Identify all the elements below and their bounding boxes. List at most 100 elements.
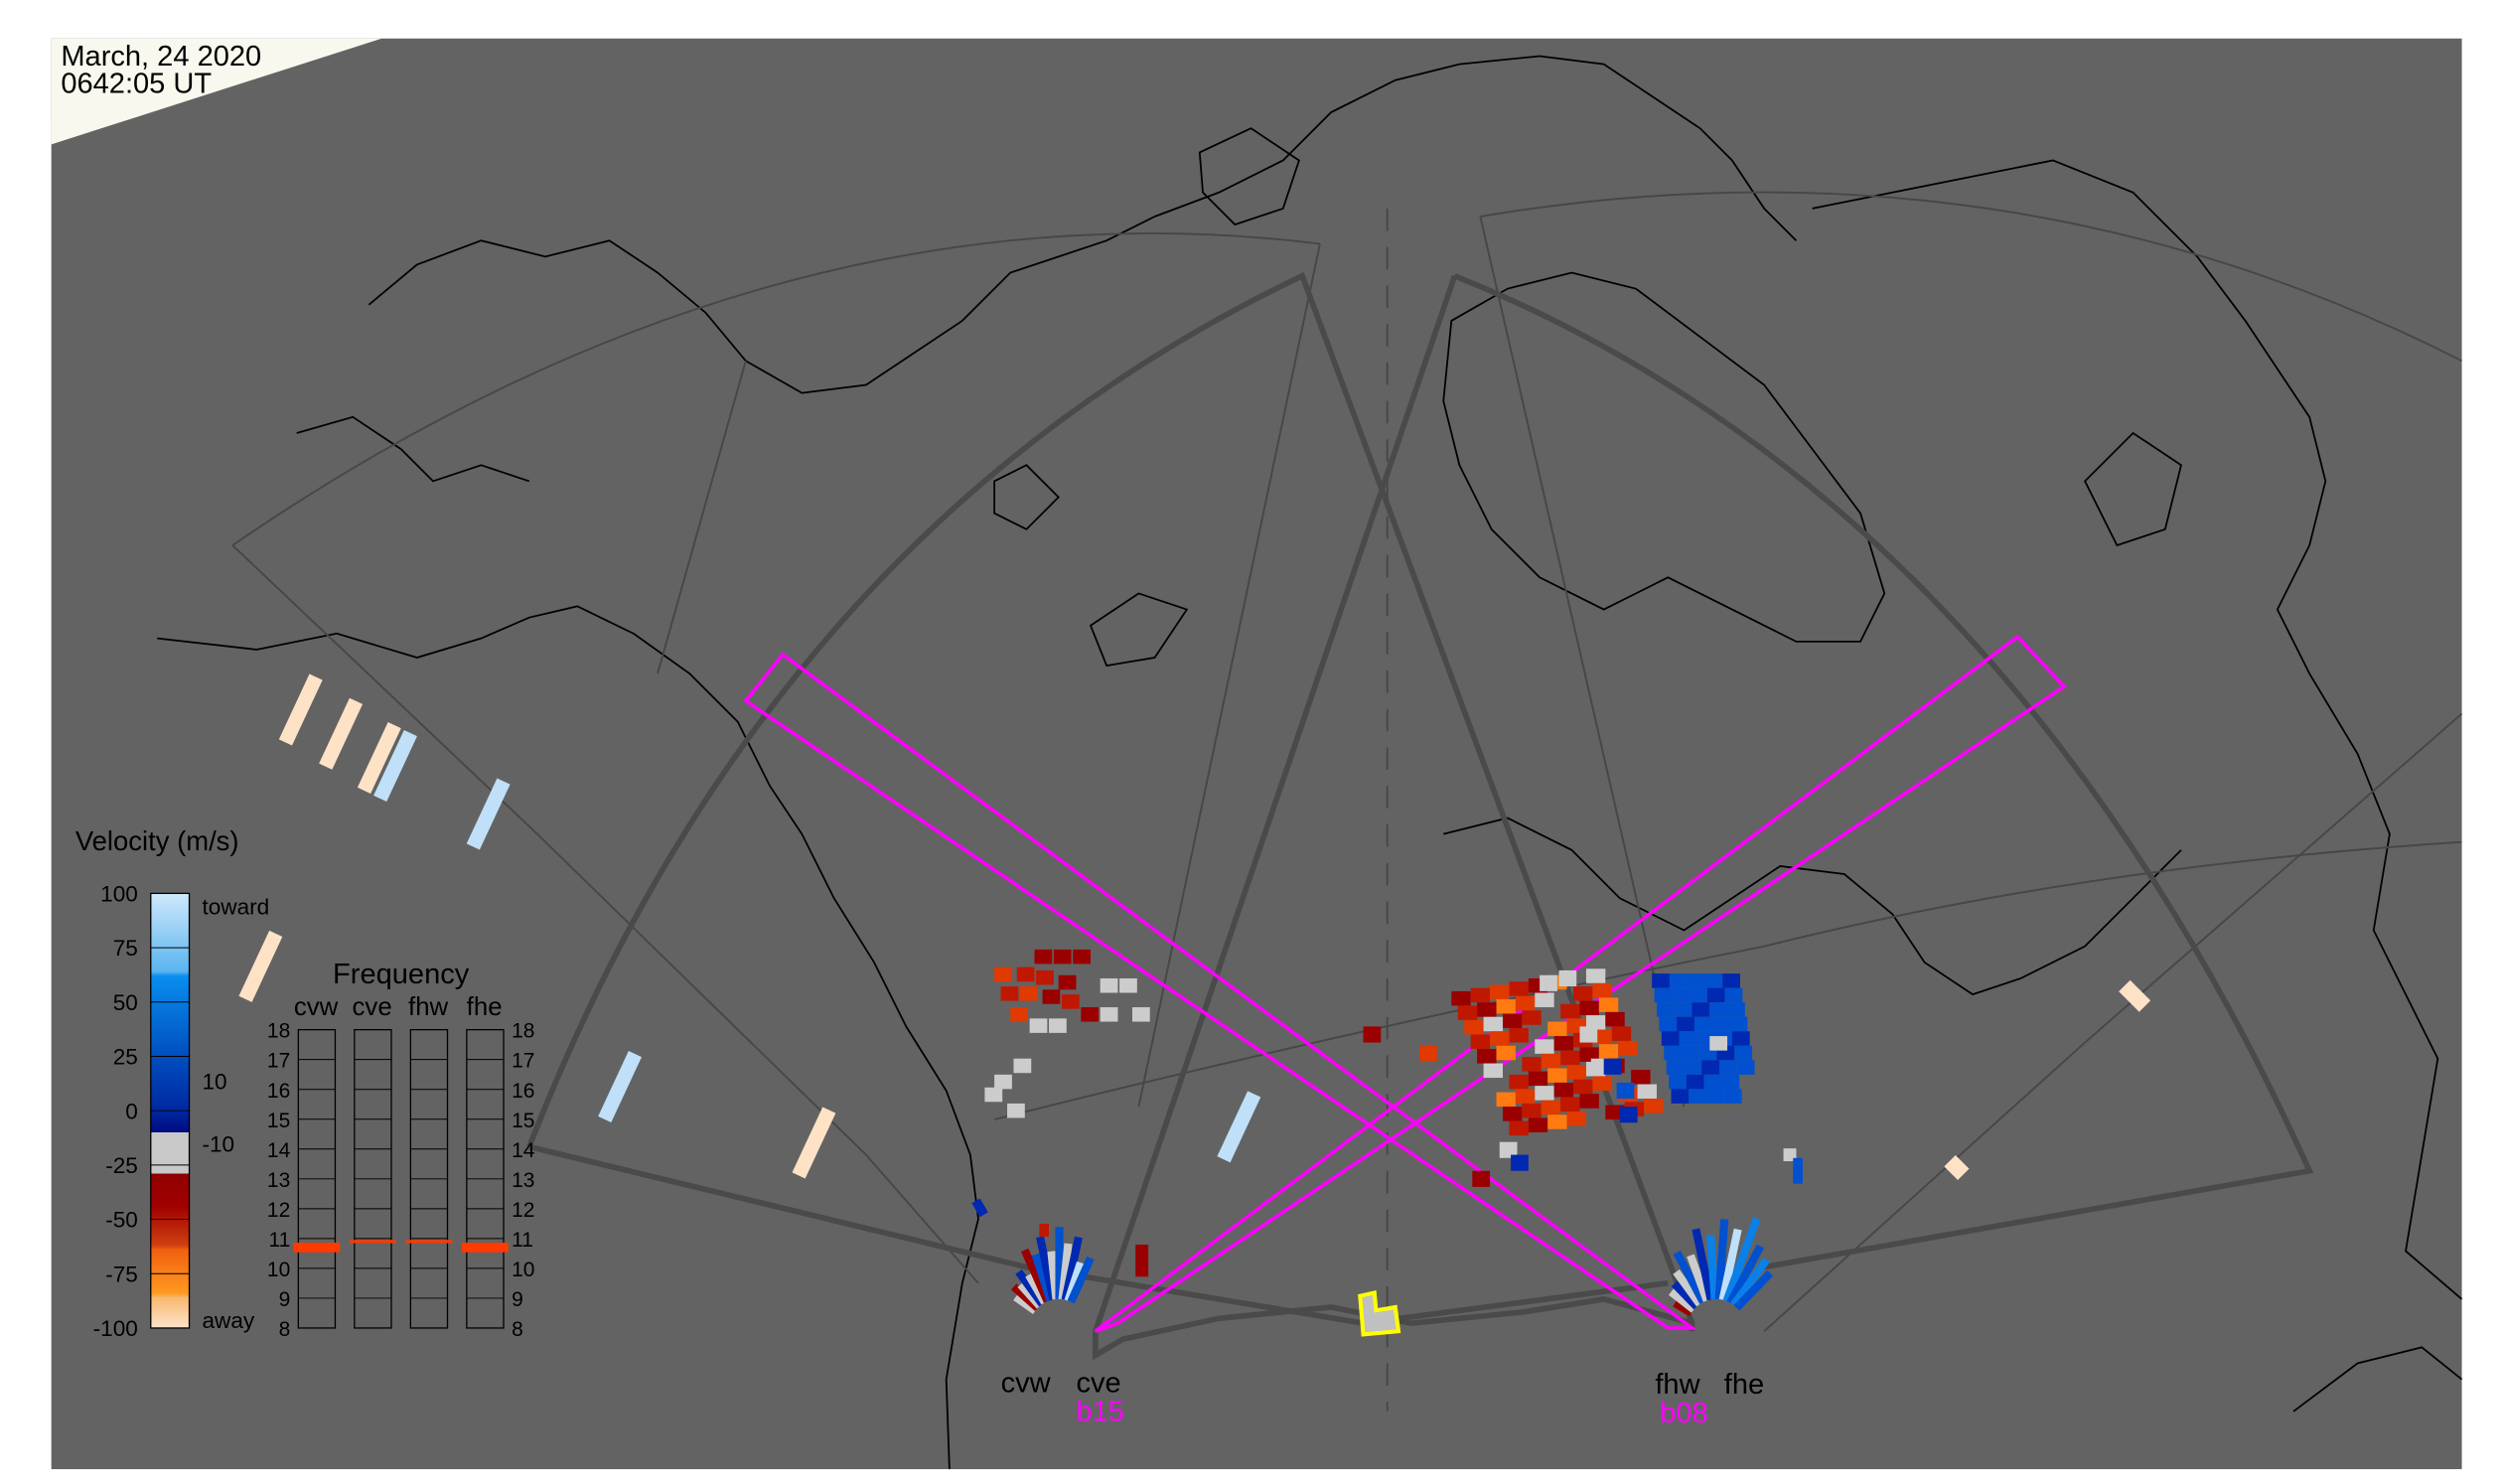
velocity-cell <box>1673 1268 1703 1307</box>
selected-beams <box>743 634 2067 1333</box>
velocity-cell <box>1058 1243 1073 1300</box>
velocity-cell <box>1547 1114 1567 1129</box>
velocity-cell <box>1477 1049 1497 1064</box>
velocity-cell <box>1010 1007 1029 1022</box>
velocity-cell <box>1499 1141 1518 1158</box>
velocity-cell <box>1686 1074 1704 1090</box>
velocity-cell <box>1007 1103 1025 1118</box>
frequency-tick: 17 <box>512 1050 534 1073</box>
velocity-cell <box>1573 986 1593 1001</box>
velocity-cell <box>1726 1244 1764 1305</box>
velocity-cell <box>1013 1293 1038 1314</box>
coastlines <box>157 55 2463 1470</box>
velocity-cell <box>1682 1045 1699 1061</box>
velocity-cell <box>1483 1016 1503 1032</box>
velocity-cell <box>1509 1028 1529 1043</box>
velocity-cell <box>1703 1074 1722 1090</box>
velocity-cell <box>1535 992 1554 1008</box>
site-label-fhe: fhe <box>1724 1369 1764 1401</box>
frequency-tick: 9 <box>279 1288 291 1311</box>
velocity-cell <box>1711 1016 1730 1032</box>
velocity-cell <box>1560 1050 1580 1066</box>
velocity-cell <box>1664 1045 1683 1061</box>
velocity-cell <box>1540 974 1557 991</box>
velocity-cell <box>1793 1157 1803 1184</box>
velocity-cell <box>1579 1026 1598 1043</box>
velocity-cell <box>1119 977 1137 993</box>
velocity-cell <box>1731 1031 1750 1046</box>
velocity-cell <box>238 930 283 1002</box>
frequency-tick: 8 <box>512 1318 523 1341</box>
velocity-cell <box>1528 1117 1548 1132</box>
velocity-cell <box>1553 1082 1574 1098</box>
velocity-cell <box>1687 973 1705 988</box>
frequency-tick: 15 <box>267 1110 290 1132</box>
velocity-cell <box>1515 995 1536 1011</box>
frequency-tick: 8 <box>279 1318 291 1341</box>
velocity-cell <box>1042 989 1061 1004</box>
frequency-marker <box>462 1243 509 1253</box>
velocity-cell <box>1652 973 1670 988</box>
velocity-cell <box>1598 997 1619 1012</box>
frequency-tick: 14 <box>512 1139 535 1162</box>
velocity-cell <box>1419 1045 1437 1062</box>
frequency-marker <box>293 1243 341 1253</box>
velocity-cell <box>2119 979 2151 1012</box>
velocity-cell <box>1000 986 1019 1001</box>
toward-label: toward <box>202 894 269 919</box>
velocity-cell <box>1654 987 1673 1003</box>
velocity-cell <box>1585 1015 1606 1030</box>
frequency-tick: 13 <box>512 1169 534 1192</box>
velocity-cell <box>1690 987 1707 1003</box>
velocity-cell <box>1560 1097 1580 1112</box>
frequency-column-label: fhw <box>408 993 449 1021</box>
frequency-column-label: cvw <box>294 993 339 1021</box>
velocity-cell <box>1470 987 1491 1003</box>
colorbar-tick: 0 <box>125 1099 138 1123</box>
colorbar-tick: 75 <box>113 936 138 961</box>
velocity-cell <box>1573 1079 1593 1095</box>
frequency-tick: 12 <box>267 1199 290 1222</box>
site-label-cve: cve <box>1076 1368 1120 1400</box>
velocity-cell <box>1496 1045 1516 1061</box>
velocity-cell <box>1016 966 1035 982</box>
date-label: March, 24 2020 <box>61 41 261 73</box>
velocity-cell <box>1566 1065 1586 1080</box>
frequency-tick: 17 <box>267 1050 290 1073</box>
frequency-tick: 12 <box>512 1199 534 1222</box>
velocity-cell <box>1692 1228 1715 1301</box>
velocity-cell <box>1496 1092 1516 1108</box>
velocity-cell <box>1502 1013 1523 1029</box>
velocity-cell <box>1724 987 1743 1003</box>
velocity-cell <box>1058 974 1077 990</box>
beam-label-cv: b15 <box>1076 1397 1123 1428</box>
velocity-cell <box>1511 1154 1529 1171</box>
frequency-tick: 9 <box>512 1288 523 1311</box>
velocity-cell <box>1721 1074 1740 1090</box>
velocity-cell <box>1619 1107 1638 1123</box>
velocity-cell <box>357 721 401 794</box>
frequency-marker <box>350 1240 396 1244</box>
colorbar-title: Velocity (m/s) <box>75 825 239 856</box>
away-label: away <box>202 1308 254 1333</box>
velocity-cell <box>1490 984 1510 999</box>
frequency-tick: 11 <box>512 1229 533 1252</box>
colorbar-tick: 25 <box>113 1045 138 1070</box>
velocity-cell <box>1061 1236 1083 1301</box>
velocity-cell <box>1704 973 1723 988</box>
velocity-cell <box>1692 1002 1710 1017</box>
velocity-cell <box>1470 1034 1491 1050</box>
velocity-cell <box>1034 949 1053 965</box>
colorbar-tick: -50 <box>105 1208 138 1233</box>
velocity-cell <box>1100 1007 1118 1022</box>
velocity-cell <box>1547 1068 1567 1083</box>
velocity-cell <box>1036 969 1054 985</box>
velocity-cell <box>1522 1010 1542 1025</box>
frequency-tick: 16 <box>512 1080 534 1103</box>
frequency-tick: 13 <box>267 1169 290 1192</box>
velocity-cell <box>1656 1002 1675 1017</box>
velocity-cell <box>1603 1058 1622 1075</box>
velocity-cell <box>1684 1060 1702 1075</box>
